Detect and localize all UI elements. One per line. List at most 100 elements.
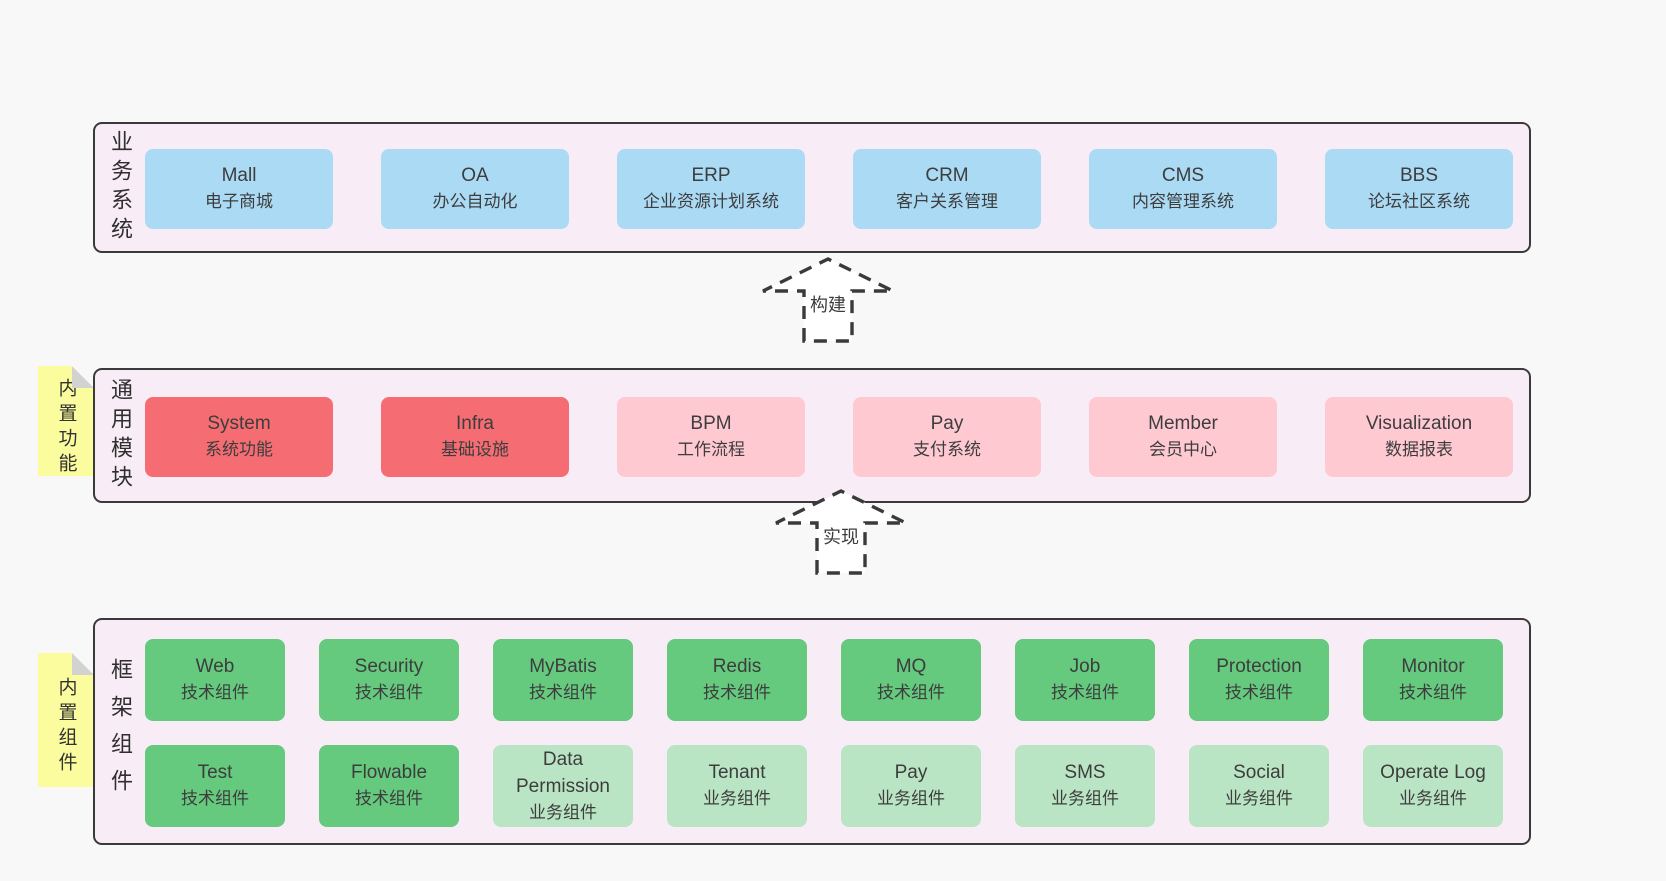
box-subtitle: 电子商城 bbox=[205, 192, 273, 212]
box-subtitle: 企业资源计划系统 bbox=[643, 192, 779, 212]
box-title: Mall bbox=[221, 165, 257, 187]
box-title: CRM bbox=[925, 165, 969, 187]
box-subtitle: 技术组件 bbox=[355, 683, 423, 703]
box-tenant: Tenant 业务组件 bbox=[667, 745, 807, 827]
box-visualization: Visualization 数据报表 bbox=[1325, 397, 1513, 477]
box-subtitle: 技术组件 bbox=[1399, 683, 1467, 703]
box-subtitle: 数据报表 bbox=[1385, 440, 1453, 460]
box-system: System 系统功能 bbox=[145, 397, 333, 477]
box-bbs: BBS 论坛社区系统 bbox=[1325, 149, 1513, 229]
box-member: Member 会员中心 bbox=[1089, 397, 1277, 477]
box-sms: SMS 业务组件 bbox=[1015, 745, 1155, 827]
box-erp: ERP 企业资源计划系统 bbox=[617, 149, 805, 229]
box-subtitle: 会员中心 bbox=[1149, 440, 1217, 460]
panel-business-systems: 业务系统 Mall 电子商城 OA 办公自动化 ERP 企业资源计划系统 CRM… bbox=[93, 122, 1531, 253]
box-title: Test bbox=[197, 762, 233, 784]
box-mybatis: MyBatis 技术组件 bbox=[493, 639, 633, 721]
box-subtitle: 技术组件 bbox=[355, 789, 423, 809]
box-title: Web bbox=[195, 656, 235, 678]
box-social: Social 业务组件 bbox=[1189, 745, 1329, 827]
box-subtitle: 业务组件 bbox=[1225, 789, 1293, 809]
box-mq: MQ 技术组件 bbox=[841, 639, 981, 721]
box-title: Security bbox=[354, 656, 424, 678]
box-title: MQ bbox=[895, 656, 927, 678]
box-web: Web 技术组件 bbox=[145, 639, 285, 721]
box-subtitle: 业务组件 bbox=[529, 802, 597, 822]
box-subtitle: 支付系统 bbox=[913, 440, 981, 460]
panel-framework-components: 框架组件 Web 技术组件 Security 技术组件 MyBatis 技术组件… bbox=[93, 618, 1531, 845]
box-protection: Protection 技术组件 bbox=[1189, 639, 1329, 721]
box-operate-log: Operate Log 业务组件 bbox=[1363, 745, 1503, 827]
dashed-up-arrow-build: 构建 bbox=[757, 254, 899, 344]
box-title: Operate Log bbox=[1380, 762, 1486, 784]
box-subtitle: 技术组件 bbox=[1225, 683, 1293, 703]
box-subtitle: 业务组件 bbox=[1051, 789, 1119, 809]
arrow-label: 实现 bbox=[820, 522, 862, 551]
box-title: System bbox=[207, 413, 271, 435]
box-subtitle: 技术组件 bbox=[529, 683, 597, 703]
box-subtitle: 基础设施 bbox=[441, 440, 509, 460]
arrow-label: 构建 bbox=[807, 290, 849, 319]
box-title: Member bbox=[1148, 413, 1218, 435]
box-title: Data Permission bbox=[516, 748, 610, 797]
box-subtitle: 客户关系管理 bbox=[896, 192, 998, 212]
business-box-row: Mall 电子商城 OA 办公自动化 ERP 企业资源计划系统 CRM 客户关系… bbox=[145, 149, 1513, 229]
panel-side-label: 框架组件 bbox=[108, 657, 133, 806]
sticky-note-built-in-components: 内置组件 bbox=[38, 653, 94, 787]
box-title: ERP bbox=[691, 165, 731, 187]
box-subtitle: 技术组件 bbox=[877, 683, 945, 703]
components-row-1: Web 技术组件 Security 技术组件 MyBatis 技术组件 Redi… bbox=[145, 639, 1503, 721]
box-subtitle: 办公自动化 bbox=[432, 192, 518, 212]
box-title: Flowable bbox=[350, 762, 428, 784]
box-security: Security 技术组件 bbox=[319, 639, 459, 721]
box-title: Pay bbox=[894, 762, 928, 784]
box-title: SMS bbox=[1064, 762, 1106, 784]
box-monitor: Monitor 技术组件 bbox=[1363, 639, 1503, 721]
sticky-note-built-in-features: 内置功能 bbox=[38, 366, 94, 476]
box-title: Tenant bbox=[708, 762, 766, 784]
box-title: Monitor bbox=[1401, 656, 1465, 678]
sticky-note-label: 内置组件 bbox=[55, 677, 77, 777]
box-title: MyBatis bbox=[529, 656, 597, 678]
panel-common-modules: 通用模块 System 系统功能 Infra 基础设施 BPM 工作流程 Pay… bbox=[93, 368, 1531, 503]
box-flowable: Flowable 技术组件 bbox=[319, 745, 459, 827]
box-title: Pay bbox=[930, 413, 964, 435]
box-infra: Infra 基础设施 bbox=[381, 397, 569, 477]
box-oa: OA 办公自动化 bbox=[381, 149, 569, 229]
box-subtitle: 技术组件 bbox=[181, 789, 249, 809]
box-subtitle: 工作流程 bbox=[677, 440, 745, 460]
box-subtitle: 技术组件 bbox=[1051, 683, 1119, 703]
box-subtitle: 论坛社区系统 bbox=[1368, 192, 1470, 212]
box-subtitle: 技术组件 bbox=[703, 683, 771, 703]
box-redis: Redis 技术组件 bbox=[667, 639, 807, 721]
components-row-2: Test 技术组件 Flowable 技术组件 Data Permission … bbox=[145, 745, 1503, 827]
box-title: Redis bbox=[712, 656, 762, 678]
dashed-up-arrow-implement: 实现 bbox=[770, 486, 912, 576]
box-cms: CMS 内容管理系统 bbox=[1089, 149, 1277, 229]
box-title: BPM bbox=[690, 413, 732, 435]
box-subtitle: 业务组件 bbox=[877, 789, 945, 809]
box-job: Job 技术组件 bbox=[1015, 639, 1155, 721]
panel-side-label: 业务系统 bbox=[108, 129, 133, 246]
box-title: BBS bbox=[1399, 165, 1439, 187]
panel-side-label: 通用模块 bbox=[108, 377, 133, 494]
box-subtitle: 技术组件 bbox=[181, 683, 249, 703]
box-subtitle: 内容管理系统 bbox=[1132, 192, 1234, 212]
box-bpm: BPM 工作流程 bbox=[617, 397, 805, 477]
box-test: Test 技术组件 bbox=[145, 745, 285, 827]
box-subtitle: 业务组件 bbox=[703, 789, 771, 809]
box-title: Protection bbox=[1216, 656, 1302, 678]
box-title: CMS bbox=[1161, 165, 1205, 187]
box-subtitle: 系统功能 bbox=[205, 440, 273, 460]
box-pay-module: Pay 支付系统 bbox=[853, 397, 1041, 477]
box-data-permission: Data Permission 业务组件 bbox=[493, 745, 633, 827]
box-title: Social bbox=[1233, 762, 1285, 784]
box-pay-component: Pay 业务组件 bbox=[841, 745, 981, 827]
box-title: Visualization bbox=[1365, 413, 1473, 435]
sticky-note-label: 内置功能 bbox=[55, 378, 77, 478]
modules-box-row: System 系统功能 Infra 基础设施 BPM 工作流程 Pay 支付系统… bbox=[145, 397, 1513, 477]
box-mall: Mall 电子商城 bbox=[145, 149, 333, 229]
box-crm: CRM 客户关系管理 bbox=[853, 149, 1041, 229]
box-title: Infra bbox=[455, 413, 495, 435]
